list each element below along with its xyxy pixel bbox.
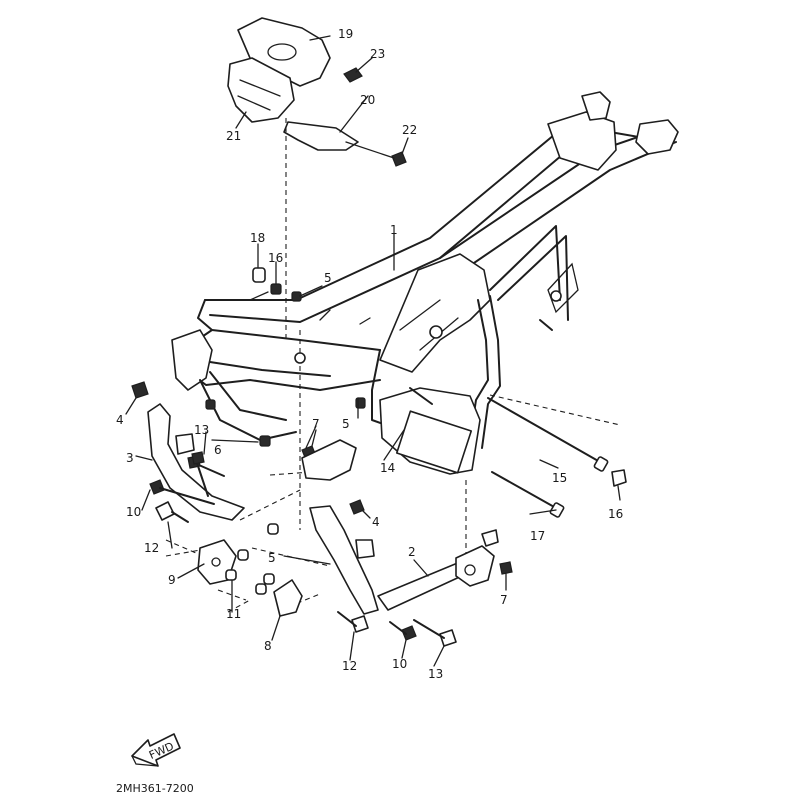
leader-lines [135, 35, 559, 667]
callout-13-lower: 13 [428, 667, 443, 681]
fwd-arrow-icon [131, 733, 181, 767]
callout-13-upper: 13 [194, 423, 209, 437]
bolt-10-lower [401, 625, 417, 641]
bracket-2-left [309, 505, 379, 615]
bolt-12-lower [351, 615, 369, 633]
collar-18 [252, 267, 266, 283]
callout-22: 22 [402, 123, 417, 137]
callout-4-right: 4 [372, 515, 380, 529]
bolt-10-left [149, 479, 165, 495]
bolt-13-lower [439, 629, 457, 647]
bolt-12-left [155, 501, 175, 521]
callout-19: 19 [338, 27, 353, 41]
callout-labels: 19 23 20 21 22 1 18 16 5 4 13 6 7 5 3 14… [116, 27, 623, 681]
callout-20: 20 [360, 93, 375, 107]
callout-12-left: 12 [144, 541, 159, 555]
callout-5-center: 5 [342, 417, 350, 431]
fasteners [125, 267, 627, 518]
callout-10-left: 10 [126, 505, 141, 519]
plate-8 [273, 579, 303, 617]
nut-16-upper [270, 283, 282, 295]
callout-10-lower: 10 [392, 657, 407, 671]
callout-15: 15 [552, 471, 567, 485]
bracket-3 [147, 403, 245, 521]
callout-4-left: 4 [116, 413, 124, 427]
nut-6 [259, 435, 271, 447]
bolt-22 [391, 151, 407, 167]
top-cover-assembly [227, 17, 409, 167]
callout-16-upper: 16 [268, 251, 283, 265]
callout-3: 3 [126, 451, 134, 465]
bolt-13-upper [191, 451, 205, 465]
callout-7-lower: 7 [500, 593, 508, 607]
rear-mount-assembly [191, 439, 513, 647]
main-frame [171, 91, 679, 475]
callout-12-lower: 12 [342, 659, 357, 673]
bracket-20 [283, 121, 359, 151]
callout-17: 17 [530, 529, 545, 543]
callout-5-upper: 5 [324, 271, 332, 285]
part-code: 2MH361-7200 [116, 782, 194, 795]
callout-23: 23 [370, 47, 385, 61]
callout-21: 21 [226, 129, 241, 143]
callout-14: 14 [380, 461, 395, 475]
nut-5-upper [291, 291, 302, 302]
under-cover-21 [227, 57, 295, 123]
bolt-15 [487, 397, 601, 463]
callout-16-lower: 16 [608, 507, 623, 521]
callout-2: 2 [408, 545, 416, 559]
callout-1: 1 [390, 223, 398, 237]
bolt-4-left [131, 381, 149, 399]
callout-9: 9 [168, 573, 176, 587]
bolt-17 [491, 471, 557, 509]
nut-16-lower [611, 469, 627, 487]
bolt-23 [343, 67, 363, 83]
bolt-7-lower [499, 561, 513, 575]
callout-18: 18 [250, 231, 265, 245]
bolt-4-right [349, 499, 365, 515]
callout-11: 11 [226, 607, 241, 621]
front-bracket-assembly [147, 403, 303, 617]
fwd-label: FWD [147, 740, 176, 762]
callout-5-lower: 5 [268, 551, 276, 565]
collar-11 [225, 569, 237, 581]
callout-7-upper: 7 [312, 417, 320, 431]
bolt-14 [409, 387, 433, 405]
callout-6: 6 [214, 443, 222, 457]
fwd-arrow: FWD [131, 733, 181, 767]
callout-8: 8 [264, 639, 272, 653]
